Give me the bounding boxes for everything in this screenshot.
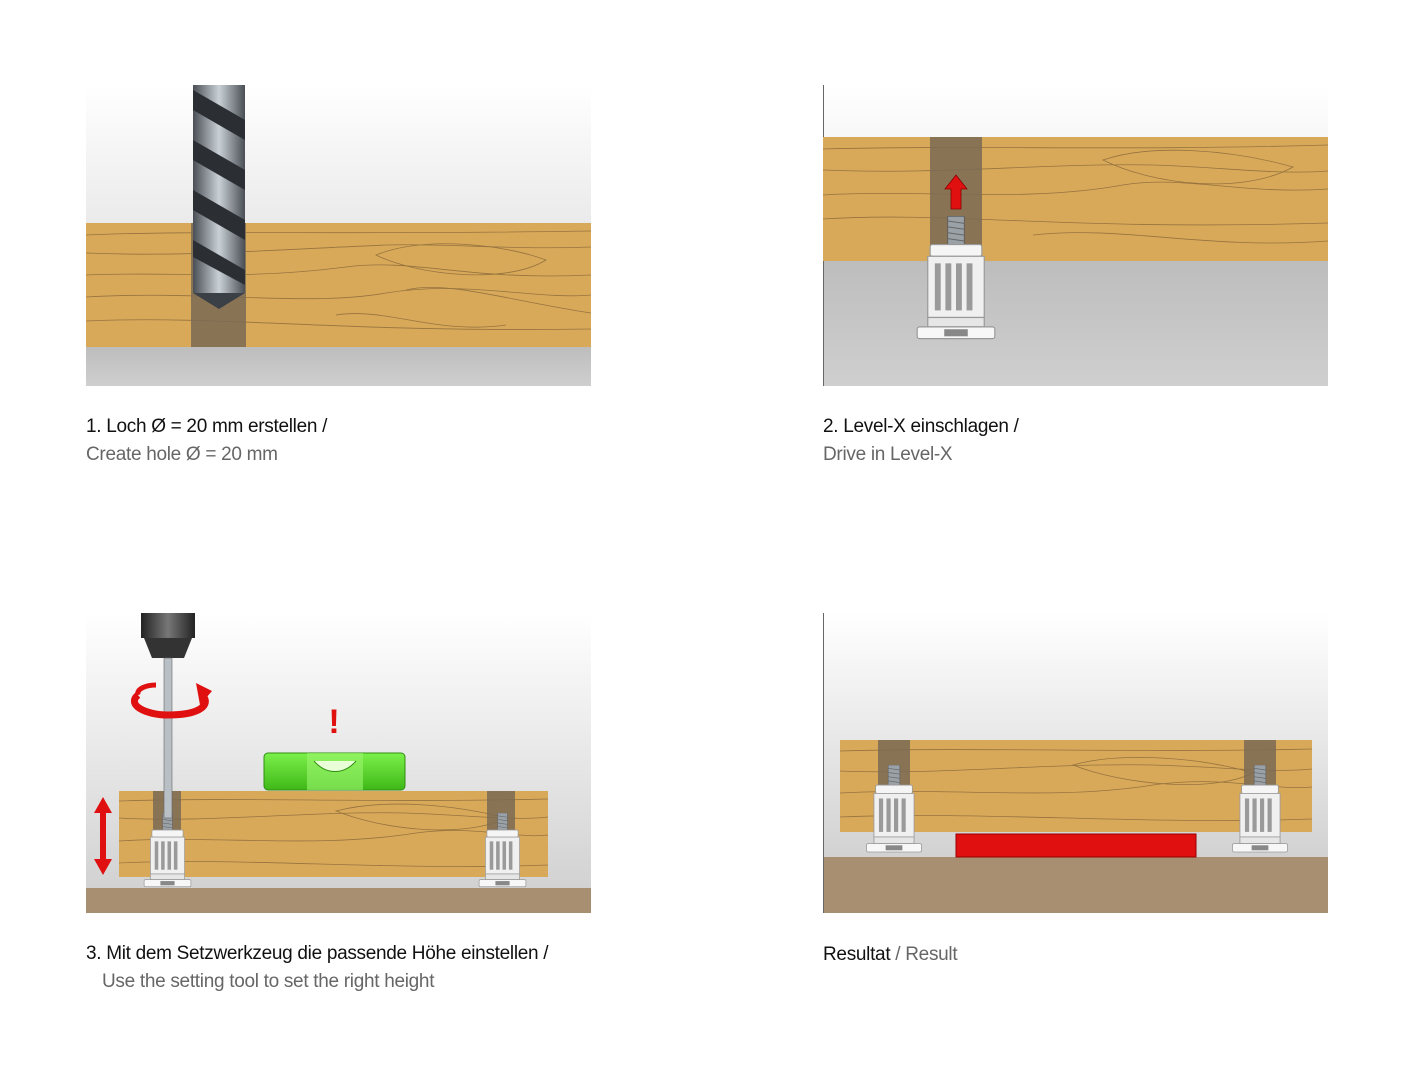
step-3-illustration: ! <box>86 613 591 913</box>
panel-step-2 <box>823 85 1328 386</box>
caption-step-2-en: Drive in Level-X <box>823 444 953 465</box>
caption-result: Resultat / Result <box>823 941 958 970</box>
drill-chuck-icon <box>141 613 195 819</box>
step-2-illustration <box>823 85 1328 386</box>
caption-result-separator: / <box>890 944 906 965</box>
caption-result-en: Result <box>905 944 958 965</box>
caption-step-3-de: 3. Mit dem Setzwerkzeug die passende Höh… <box>86 943 549 964</box>
caption-step-1-en: Create hole Ø = 20 mm <box>86 444 278 465</box>
wood-board <box>118 791 549 877</box>
panel-result <box>823 613 1328 913</box>
caption-step-3: 3. Mit dem Setzwerkzeug die passende Höh… <box>86 940 549 996</box>
double-arrow-icon <box>94 797 112 875</box>
wood-board <box>823 137 1328 261</box>
spirit-level-icon <box>263 752 406 791</box>
caption-step-2-de: 2. Level-X einschlagen / <box>823 416 1019 437</box>
caption-step-1: 1. Loch Ø = 20 mm erstellen / Create hol… <box>86 413 327 469</box>
panel-step-1 <box>86 85 591 386</box>
panel-step-3: ! <box>86 613 591 913</box>
wood-board <box>839 740 1313 832</box>
drill-bit-icon <box>193 85 245 309</box>
wood-board <box>86 223 591 347</box>
result-illustration <box>823 613 1328 913</box>
caption-step-3-en: Use the setting tool to set the right he… <box>102 971 435 992</box>
caption-step-2: 2. Level-X einschlagen / Drive in Level-… <box>823 413 1019 469</box>
red-floor-element <box>955 833 1197 858</box>
caption-step-1-de: 1. Loch Ø = 20 mm erstellen / <box>86 416 328 437</box>
up-arrow-icon <box>944 174 968 210</box>
caption-result-de: Resultat <box>823 944 891 965</box>
rotate-arrow-icon <box>131 682 212 719</box>
step-1-illustration <box>86 85 591 386</box>
exclamation-mark: ! <box>328 703 339 741</box>
